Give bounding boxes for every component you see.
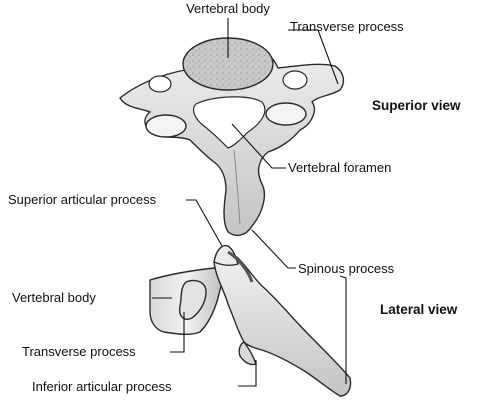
label-superior-view: Superior view [372,98,461,113]
label-spinous-process: Spinous process [298,261,395,276]
labels: Vertebral body Transverse process Superi… [8,1,461,394]
leader-inferior-articular-process [238,360,257,387]
right-articular-facet [265,102,307,126]
superior-view-vertebra [119,37,345,237]
leader-superior-articular-process [186,199,223,247]
label-lateral-view: Lateral view [380,302,458,317]
label-transverse-process-top: Transverse process [290,19,404,34]
label-vertebral-body-top: Vertebral body [186,1,270,16]
lateral-transverse-process [178,279,207,320]
label-vertebral-foramen: Vertebral foramen [288,160,391,175]
leader-transverse-process-top [288,29,339,85]
lateral-superior-articular-process [213,244,239,267]
label-vertebral-body-lateral: Vertebral body [12,290,96,305]
left-articular-facet [145,114,187,138]
leader-lines [152,18,347,387]
spinous-shade-line [233,149,241,225]
articular-surface-shading [227,250,254,283]
leader-transverse-process-lateral [170,312,185,353]
lateral-inferior-articular-process [238,341,257,366]
label-superior-articular-process: Superior articular process [8,192,157,207]
left-foramen-transversarium [148,75,172,93]
right-foramen-transversarium [282,70,308,90]
label-inferior-articular-process: Inferior articular process [32,379,172,394]
leader-spinous-process-top [251,229,296,269]
label-transverse-process-lateral: Transverse process [22,344,136,359]
lateral-view-vertebra [149,244,352,397]
leader-spinous-process-lateral [339,275,347,384]
leader-vertebral-foramen [231,123,286,169]
vertebral-foramen-opening [192,96,266,149]
lateral-spinous-process [213,253,352,397]
